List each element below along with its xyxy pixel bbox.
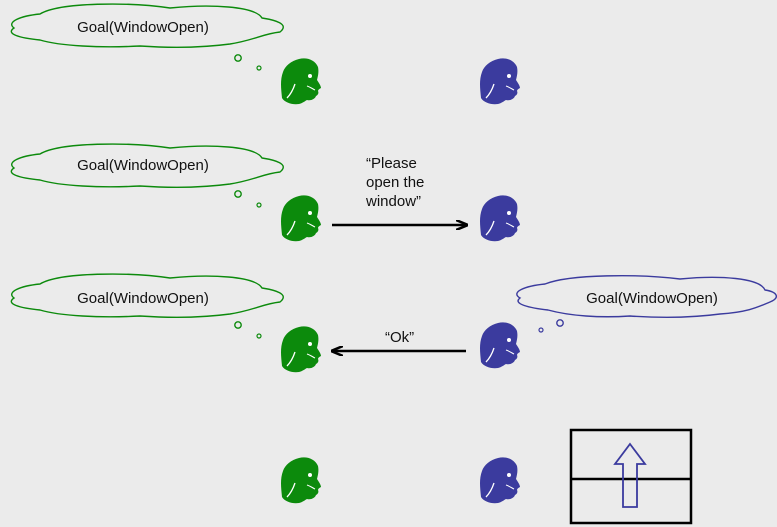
up-arrow-icon (613, 442, 647, 508)
goal-label: Goal(WindowOpen) (77, 290, 209, 307)
thought-bubble: Goal(WindowOpen) (10, 3, 284, 71)
listener-head-icon (480, 457, 520, 504)
window-open-arrow-icon (569, 428, 693, 525)
utterance: “Please open the window” (365, 155, 424, 210)
scene-1: Goal(WindowOpen) (10, 3, 520, 105)
thought-dot (538, 327, 544, 333)
utterance-line: open the (366, 174, 424, 191)
thought-dot (234, 54, 242, 62)
thought-dot (556, 319, 564, 327)
scene-2: Goal(WindowOpen) “Please open the window… (10, 143, 520, 242)
cloud-shape (516, 275, 777, 319)
scene-3: Goal(WindowOpen) “Ok” Goal(WindowOpen) (10, 273, 777, 373)
thought-dot (234, 190, 242, 198)
thought-dot (256, 202, 262, 208)
utterance-line: window” (365, 193, 421, 210)
thought-dot (234, 321, 242, 329)
thought-bubble: Goal(WindowOpen) (10, 143, 284, 208)
reply-text: “Ok” (385, 329, 414, 346)
speaker-head-icon (281, 58, 321, 105)
thought-bubble: Goal(WindowOpen) (10, 273, 284, 339)
cloud-shape (10, 3, 284, 49)
speaker-head-icon (281, 457, 321, 504)
listener-head-icon (480, 58, 520, 105)
speaker-head-icon (281, 195, 321, 242)
window-frame (569, 428, 693, 525)
scene-4 (281, 428, 693, 525)
utterance-line: “Please (366, 155, 417, 172)
cloud-shape (10, 143, 284, 189)
speaker-head-icon (281, 326, 321, 373)
cloud-shape (10, 273, 284, 319)
listener-thought-bubble: Goal(WindowOpen) (516, 275, 777, 333)
goal-label: Goal(WindowOpen) (77, 19, 209, 36)
listener-head-icon (480, 322, 520, 369)
thought-dot (256, 65, 262, 71)
goal-label: Goal(WindowOpen) (77, 157, 209, 174)
listener-head-icon (480, 195, 520, 242)
thought-dot (256, 333, 262, 339)
goal-label: Goal(WindowOpen) (586, 290, 718, 307)
